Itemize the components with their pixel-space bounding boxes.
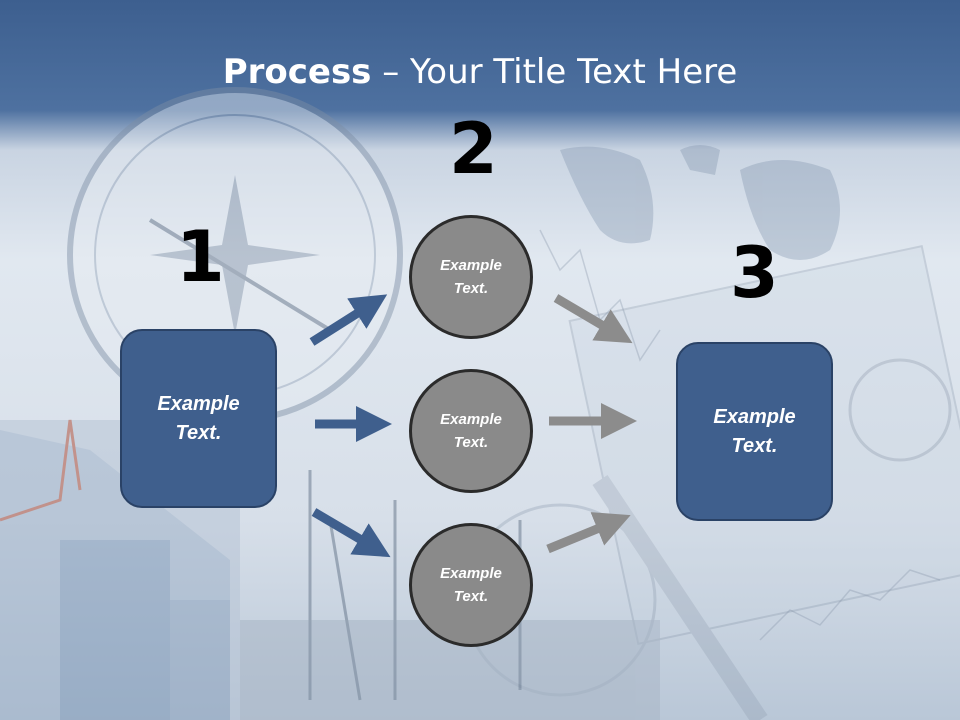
arrow-from-bottom-circle: [546, 512, 631, 554]
circle-top: Example Text.: [409, 215, 533, 339]
circle-bottom-text: Example Text.: [440, 565, 502, 605]
right-box-text: Example Text.: [713, 405, 796, 457]
left-box-text: Example Text.: [157, 392, 240, 444]
circle-top-text: Example Text.: [440, 257, 502, 297]
left-box: Example Text.: [120, 329, 277, 508]
step-number-1: 1: [176, 216, 225, 298]
right-box: Example Text.: [676, 342, 833, 521]
circle-middle: Example Text.: [409, 369, 533, 493]
title-rest: – Your Title Text Here: [371, 52, 738, 92]
step-number-2: 2: [449, 108, 498, 190]
circle-bottom: Example Text.: [409, 523, 533, 647]
circle-middle-text: Example Text.: [440, 411, 502, 451]
page-title: Process – Your Title Text Here: [0, 52, 960, 92]
title-bold: Process: [222, 52, 372, 92]
arrow-to-bottom-circle: [311, 508, 391, 558]
arrow-from-top-circle: [553, 294, 633, 344]
step-number-3: 3: [730, 232, 779, 314]
world-map-image: [560, 145, 840, 260]
arrow-to-top-circle: [309, 294, 388, 346]
